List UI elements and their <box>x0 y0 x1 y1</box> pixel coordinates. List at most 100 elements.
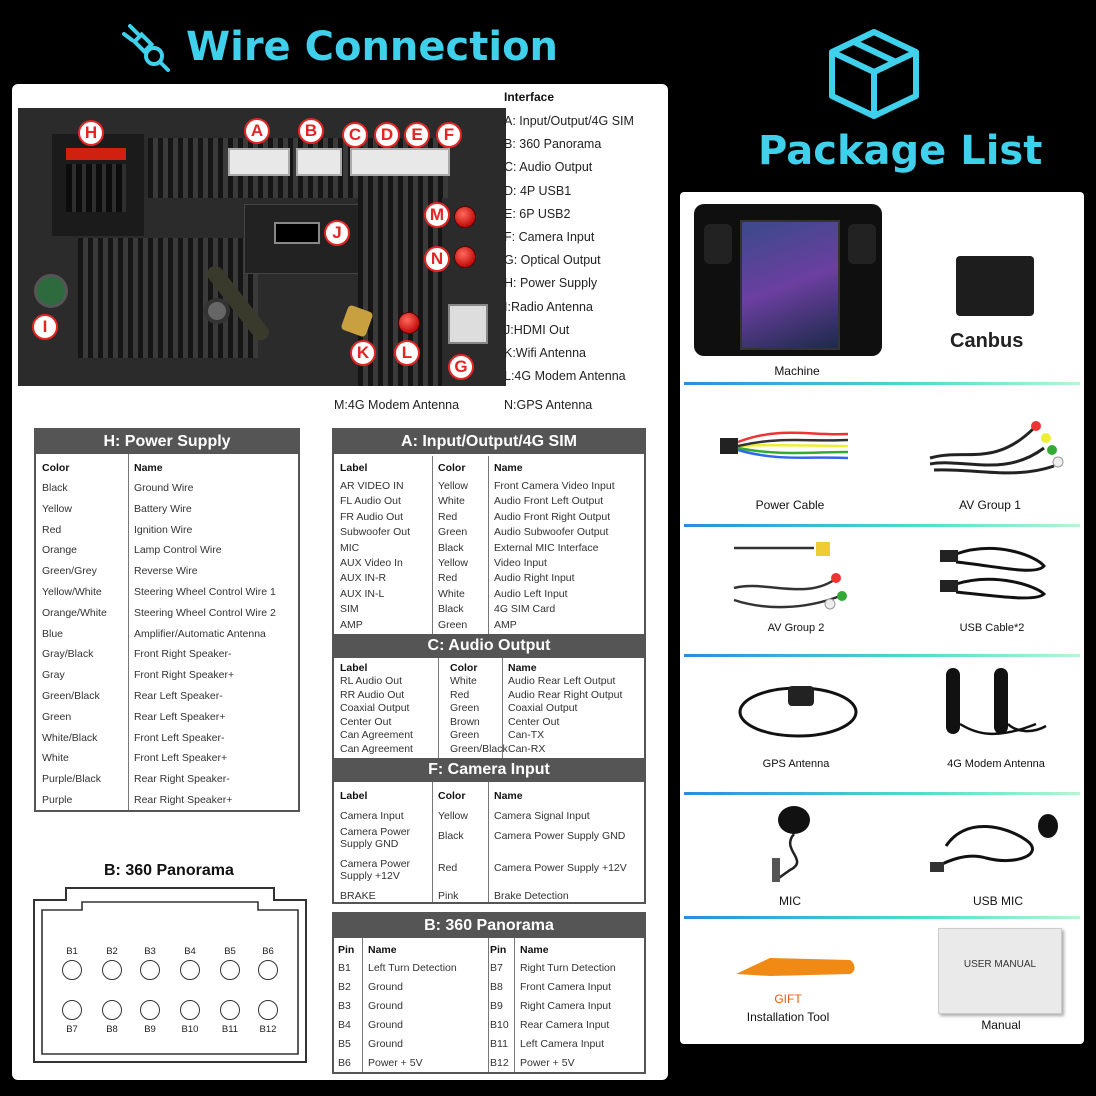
io-cell: AR VIDEO IN <box>340 480 404 492</box>
interface-title: Interface <box>504 90 555 104</box>
package-item-machine: Machine <box>774 364 820 378</box>
io-cell: AUX Video In <box>340 557 403 569</box>
power-row-name: Battery Wire <box>134 502 192 515</box>
pin-label-bottom: B7 <box>66 1024 78 1035</box>
panorama-cell: Power + 5V <box>368 1057 423 1069</box>
panorama-pin-divider-2 <box>514 938 515 1072</box>
camera-cell: Pink <box>438 890 459 902</box>
camera-cell: Camera Power Supply GND <box>494 830 626 842</box>
power-row-name: Ground Wire <box>134 482 194 494</box>
panorama-cell: B3 <box>338 1000 351 1012</box>
audio-cell: Center Out <box>508 715 560 728</box>
mic-image <box>772 806 810 882</box>
marker-g: G <box>448 354 474 380</box>
panorama-connector-title: B: 360 Panorama <box>104 862 234 879</box>
pin-hole-bottom <box>102 1000 122 1020</box>
io-cell: FR Audio Out <box>340 510 404 523</box>
panorama-col-header: Pin <box>338 944 355 956</box>
package-item-gps-antenna: GPS Antenna <box>762 758 830 770</box>
power-row-color: Yellow <box>42 502 72 515</box>
package-item-usb-mic: USB MIC <box>972 894 1023 908</box>
radio-jack <box>204 298 230 324</box>
io-cell: Red <box>438 510 458 523</box>
panorama-cell: B4 <box>338 1019 351 1031</box>
power-row-name: Lamp Control Wire <box>134 544 222 557</box>
device-rear-photo: H A B C D E F M N J I K L G <box>18 108 506 386</box>
audio-cell: Brown <box>450 715 480 728</box>
package-item-4g-modem-antenna: 4G Modem Antenna <box>947 758 1045 770</box>
pin-label-bottom: B9 <box>144 1024 156 1035</box>
usb-mic-image <box>930 814 1058 872</box>
io-cell: Audio Subwoofer Output <box>494 526 609 539</box>
io-cell: White <box>438 495 465 508</box>
panorama-cell: B1 <box>338 962 351 974</box>
io-divider-2 <box>488 456 489 634</box>
power-row-name: Amplifier/Automatic Antenna <box>134 627 266 640</box>
machine-right-vent <box>848 224 876 264</box>
io-cell: White <box>438 587 465 600</box>
panorama-cell: Power + 5V <box>520 1057 575 1069</box>
hdmi-port <box>274 222 320 244</box>
package-item-mic: MIC <box>779 894 801 908</box>
av-group-1-image <box>929 421 1064 475</box>
pin-hole-top <box>102 960 122 980</box>
audio-cell: White <box>450 675 477 687</box>
audio-col-header: Label <box>340 662 368 674</box>
interface-item: D: 4P USB1 <box>504 183 572 198</box>
camera-divider-2 <box>488 782 489 902</box>
panorama-cell: B10 <box>490 1019 509 1031</box>
package-item-av-group-1: AV Group 1 <box>959 498 1021 512</box>
marker-m: M <box>424 202 450 228</box>
io-cell: Yellow <box>438 557 468 569</box>
pin-label-bottom: B8 <box>106 1024 118 1035</box>
gps-knob-n <box>454 246 476 268</box>
manual-image: USER MANUAL <box>938 928 1062 1014</box>
panorama-cell: B8 <box>490 981 503 993</box>
wire-plug-icon <box>122 24 170 72</box>
power-row-color: White/Black <box>42 731 98 744</box>
io-cell: Black <box>438 541 464 554</box>
connectors-cdef <box>350 148 450 176</box>
pin-hole-bottom <box>180 1000 200 1020</box>
io-cell: SIM <box>340 603 359 616</box>
io-cell: External MIC Interface <box>494 541 599 554</box>
audio-cell: Green <box>450 729 480 741</box>
power-row-color: Gray <box>42 669 65 682</box>
io-cell: AMP <box>340 618 363 631</box>
io-cell: 4G SIM Card <box>494 603 556 616</box>
package-item-power-cable: Power Cable <box>755 498 825 512</box>
interface-item: L:4G Modem Antenna <box>504 369 626 384</box>
wiring-panel: H A B C D E F M N J I K L G Interface M:… <box>12 84 668 1080</box>
audio-cell: Can-RX <box>508 742 546 755</box>
camera-cell: Camera Power Supply +12V <box>340 858 411 882</box>
audio-cell: Can-TX <box>508 729 545 741</box>
power-row-color: Green/Black <box>42 690 100 702</box>
separator-3 <box>684 654 1080 657</box>
camera-cell: BRAKE <box>340 890 376 902</box>
panorama-pin-divider-1 <box>362 938 363 1072</box>
panorama-cell: B11 <box>490 1038 508 1050</box>
panorama-cell: Ground <box>368 981 404 993</box>
io-cell: Green <box>438 526 468 539</box>
io-cell: AUX IN-L <box>340 587 385 600</box>
marker-f: F <box>436 122 462 148</box>
io-cell: Black <box>438 603 464 616</box>
camera-col-header: Label <box>340 790 368 802</box>
pin-hole-bottom <box>140 1000 160 1020</box>
pin-hole-bottom <box>62 1000 82 1020</box>
camera-cell: Camera Signal Input <box>494 810 590 822</box>
interface-item: H: Power Supply <box>504 276 598 291</box>
pin-label-top: B1 <box>66 946 78 957</box>
power-row-color: Blue <box>42 627 64 640</box>
machine-screen <box>740 220 840 350</box>
pin-label-bottom: B11 <box>221 1024 239 1035</box>
io-cell: Audio Left Input <box>494 587 568 600</box>
pin-label-top: B2 <box>106 946 118 957</box>
power-row-name: Steering Wheel Control Wire 2 <box>134 606 276 619</box>
machine-left-vent <box>704 224 732 264</box>
power-row-color: Orange <box>42 544 78 557</box>
separator-5 <box>684 916 1080 919</box>
panorama-col-header: Name <box>520 944 549 956</box>
io-cell: Subwoofer Out <box>340 526 411 539</box>
